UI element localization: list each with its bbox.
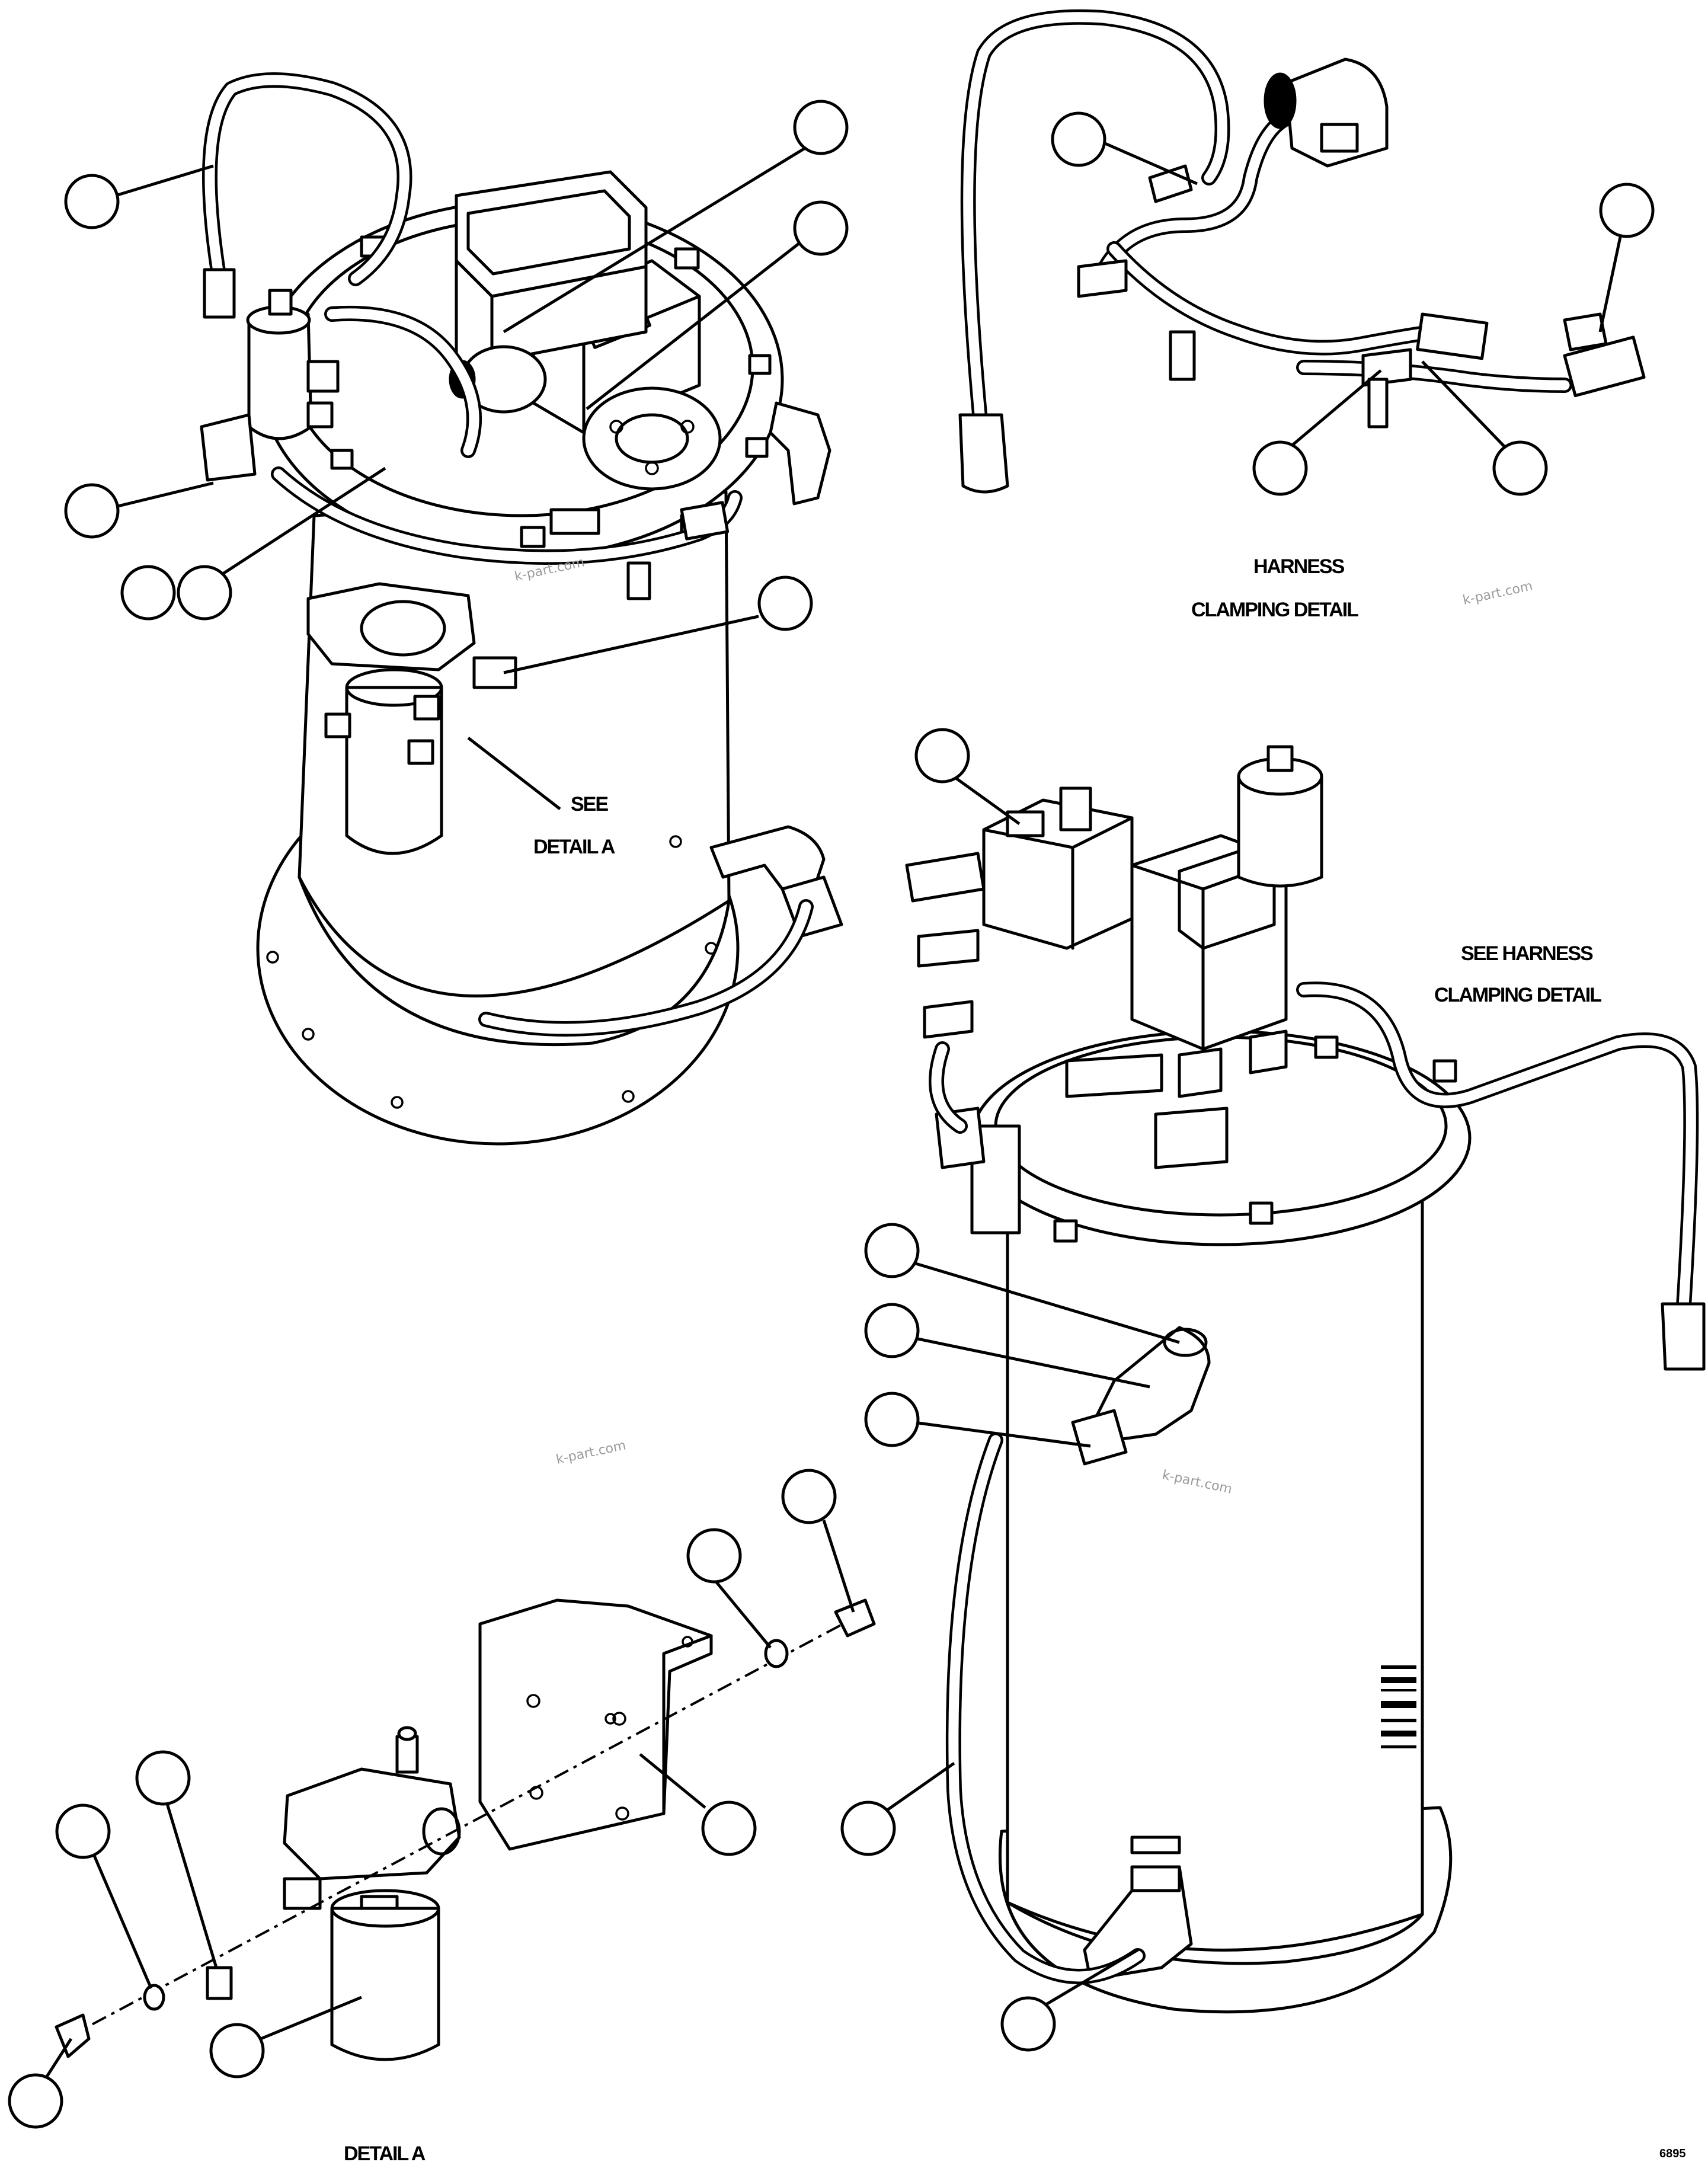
detail-a bbox=[55, 1598, 876, 2061]
callout-balloon bbox=[701, 1801, 757, 1856]
da-filter-head bbox=[283, 1767, 461, 1881]
callouts bbox=[8, 100, 1655, 2129]
harness-title-line1: HARNESS bbox=[1253, 555, 1345, 578]
harness-round-connector bbox=[1284, 57, 1389, 168]
tl-pump bbox=[582, 386, 722, 491]
da-mounting-bracket bbox=[478, 1598, 713, 1851]
da-filter-canister bbox=[330, 1907, 440, 2061]
callout-balloon bbox=[135, 1750, 191, 1806]
callout-balloon bbox=[914, 728, 970, 784]
callout-balloon bbox=[840, 1801, 896, 1856]
top-left-assembly bbox=[200, 72, 843, 1146]
ra-control-box bbox=[1130, 834, 1288, 1051]
da-washer-left bbox=[143, 1984, 165, 2011]
callout-balloon bbox=[757, 575, 813, 631]
callout-balloon bbox=[1599, 183, 1655, 238]
da-spacer bbox=[206, 1966, 233, 2000]
callout-balloon bbox=[686, 1528, 742, 1584]
ra-top-bolts bbox=[1053, 1035, 1457, 1243]
callout-balloon bbox=[64, 483, 120, 539]
harness-title-line2: CLAMPING DETAIL bbox=[1191, 599, 1358, 621]
ra-label-plate-2 bbox=[1130, 1865, 1181, 1892]
callout-balloon bbox=[864, 1223, 920, 1278]
callout-balloon bbox=[209, 2023, 265, 2078]
callout-balloon bbox=[864, 1392, 920, 1447]
tl-filter-head bbox=[306, 582, 476, 671]
callout-balloon bbox=[177, 565, 232, 621]
callout-balloon bbox=[64, 174, 120, 229]
harness-clamping-detail bbox=[958, 9, 1646, 494]
drawing-code: 6895 bbox=[1659, 2147, 1686, 2160]
callout-balloon bbox=[1252, 440, 1308, 496]
see-harness-line1: SEE HARNESS bbox=[1461, 942, 1593, 965]
ra-motor bbox=[1237, 775, 1323, 888]
tl-hose-fitting bbox=[203, 268, 236, 319]
callout-balloon bbox=[1492, 440, 1548, 496]
callout-balloon bbox=[120, 565, 176, 621]
harness-cable bbox=[960, 9, 1572, 434]
watermark: k-part.com bbox=[555, 1438, 627, 1467]
tl-filter-canister bbox=[345, 686, 443, 855]
tl-base-bolt-holes bbox=[266, 835, 718, 1109]
callout-balloon bbox=[781, 1469, 837, 1524]
callout-balloon bbox=[793, 100, 849, 155]
callout-balloon bbox=[1051, 111, 1106, 167]
callout-balloon bbox=[1000, 1996, 1056, 2052]
see-harness-line2: CLAMPING DETAIL bbox=[1434, 984, 1601, 1006]
harness-end-plug bbox=[958, 413, 1009, 494]
harness-clamp-1 bbox=[1148, 164, 1193, 203]
ra-barcode bbox=[1381, 1665, 1416, 1748]
callout-balloon bbox=[55, 1803, 111, 1859]
harness-connector-a bbox=[1416, 312, 1489, 360]
see-detail-line1: SEE bbox=[571, 793, 608, 816]
text-labels: HARNESS CLAMPING DETAIL SEE DETAIL A SEE… bbox=[344, 555, 1686, 2165]
da-explode-axis bbox=[65, 1611, 866, 2040]
ra-harness-plug bbox=[1661, 1302, 1706, 1371]
ra-fittings bbox=[1065, 1029, 1288, 1169]
tl-hoses bbox=[202, 72, 814, 1037]
ra-tank-body bbox=[1006, 1184, 1424, 1965]
right-assembly bbox=[905, 745, 1706, 2014]
watermark: k-part.com bbox=[1461, 579, 1534, 608]
da-bolt-left bbox=[55, 2013, 91, 2058]
da-bolt-right bbox=[834, 1598, 876, 1638]
see-detail-line2: DETAIL A bbox=[533, 836, 615, 858]
ra-label-plate-1 bbox=[1130, 1835, 1181, 1854]
callout-balloon bbox=[8, 2073, 63, 2129]
detail-a-caption: DETAIL A bbox=[344, 2142, 426, 2165]
callout-balloon bbox=[793, 200, 849, 256]
harness-clamp-2 bbox=[1077, 259, 1128, 298]
callout-balloon bbox=[864, 1303, 920, 1358]
